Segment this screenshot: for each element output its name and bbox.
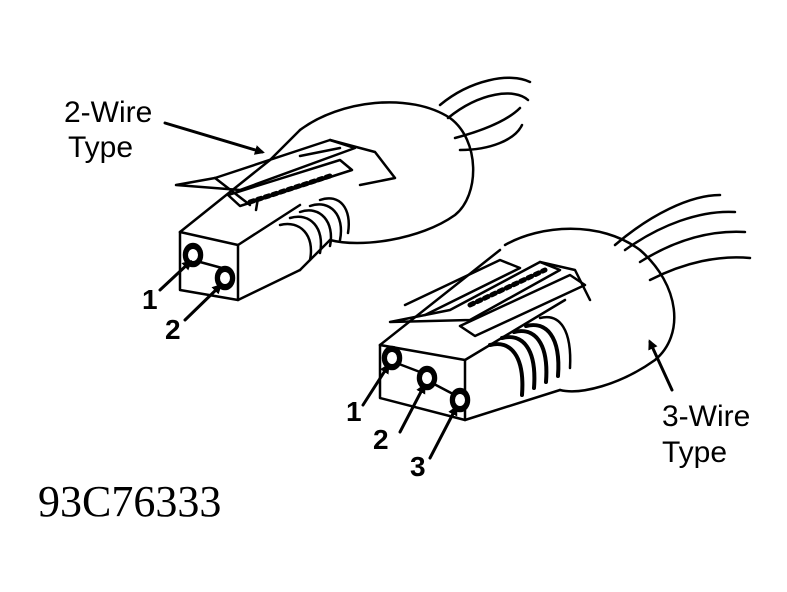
three-wire-pin-1-arrow <box>361 363 390 407</box>
two-wire-label-line2: Type <box>68 131 134 164</box>
figure-code: 93C76333 <box>38 477 222 526</box>
two-wire-pin-1-arrow <box>158 259 193 292</box>
two-wire-pin-2-arrow <box>183 283 223 322</box>
leader-arrows <box>158 121 674 460</box>
two-wire-label-line1: 2-Wire <box>64 96 153 129</box>
two-wire-connector <box>174 76 532 302</box>
two-wire-pin-1-label: 1 <box>142 284 158 315</box>
two-wire-pin-2-label: 2 <box>165 314 181 345</box>
three-wire-pin-2-arrow <box>398 383 426 434</box>
three-wire-type-arrow <box>648 339 674 392</box>
three-wire-pin-3-label: 3 <box>410 451 426 482</box>
three-wire-pin-2-label: 2 <box>373 424 389 455</box>
two-wire-type-arrow <box>163 121 265 155</box>
three-wire-pin-1-label: 1 <box>346 396 362 427</box>
three-wire-label-line1: 3-Wire <box>662 400 751 433</box>
three-wire-pin-3-arrow <box>428 405 458 460</box>
three-wire-label-line2: Type <box>662 436 728 469</box>
three-wire-connector <box>378 193 752 422</box>
